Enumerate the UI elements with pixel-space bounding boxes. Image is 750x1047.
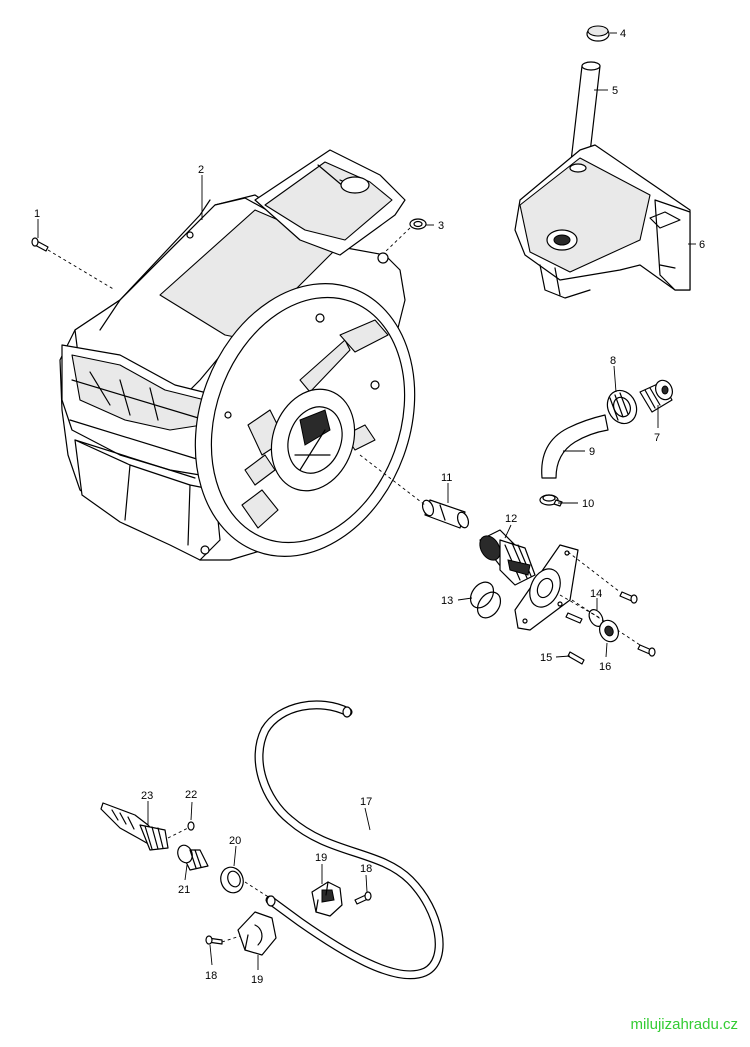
callout-19a: 19	[315, 852, 327, 864]
assembly-line-15c	[571, 599, 641, 646]
assembly-line-15a	[567, 551, 621, 593]
screw-part-15d	[567, 651, 585, 665]
callout-16: 16	[599, 661, 611, 673]
nut-part-8	[606, 389, 638, 425]
callout-labels: 1 2 3 4 5 6 7 8 9 10 11 12 13 14 15 16 1…	[34, 28, 705, 986]
callout-7: 7	[654, 432, 660, 444]
assembly-line-14	[559, 594, 601, 619]
nut-part-20	[220, 866, 244, 894]
assembly-line-11	[359, 454, 426, 506]
connector-part-7	[639, 379, 673, 413]
screw-part-18b	[205, 935, 223, 945]
o-rings-part-13	[469, 581, 502, 619]
assembly-line-1	[47, 249, 116, 291]
callout-14: 14	[590, 588, 602, 600]
callout-18a: 18	[360, 863, 372, 875]
callout-8: 8	[610, 355, 616, 367]
callout-9: 9	[589, 446, 595, 458]
callout-21: 21	[178, 884, 190, 896]
clamp-part-10	[539, 494, 563, 507]
long-hose-part-17	[254, 700, 444, 980]
nut-part-16	[599, 619, 619, 643]
leader-lines	[37, 32, 696, 970]
long-hose-part-17-inner	[255, 701, 443, 979]
callout-13: 13	[441, 595, 453, 607]
callout-6: 6	[699, 239, 705, 251]
hose-end-17b	[266, 895, 276, 907]
holder-part-19b	[237, 911, 277, 956]
screw-part-15c	[637, 644, 656, 657]
o-ring-part-22	[187, 821, 195, 831]
watermark-text: milujizahradu.cz	[630, 1016, 738, 1033]
callout-12: 12	[505, 513, 517, 525]
callout-2: 2	[198, 164, 204, 176]
callout-10: 10	[582, 498, 594, 510]
callout-17: 17	[360, 796, 372, 808]
assembly-line-20	[244, 881, 271, 899]
spray-nozzle-part-23	[100, 802, 169, 851]
callout-18b: 18	[205, 970, 217, 982]
assembly-line-18b	[221, 935, 241, 943]
screw-part-15a	[619, 591, 638, 604]
callout-20: 20	[229, 835, 241, 847]
assembly-line-3	[384, 227, 411, 253]
hose-reel-housing	[59, 149, 416, 561]
callout-4: 4	[620, 28, 626, 40]
cap-part-4	[586, 25, 610, 42]
screw-part-18a	[354, 891, 372, 905]
short-hose-part-9	[541, 414, 609, 479]
callout-5: 5	[612, 85, 618, 97]
screw-part-15b	[565, 612, 583, 624]
callout-22: 22	[185, 789, 197, 801]
inner-tube-part-11	[421, 499, 470, 529]
connector-part-21	[177, 844, 209, 871]
hose-end-17	[342, 706, 352, 718]
swivel-joint-part-12	[479, 529, 536, 586]
washer-part-3	[409, 218, 427, 230]
callout-11: 11	[441, 472, 452, 484]
screw-part-1	[31, 237, 49, 252]
callout-3: 3	[438, 220, 444, 232]
flange-plate	[514, 544, 579, 631]
callout-15: 15	[540, 652, 552, 664]
holder-part-19a	[311, 881, 343, 917]
assembly-line-22	[167, 827, 189, 839]
callout-19b: 19	[251, 974, 263, 986]
wall-bracket-part-6	[514, 144, 691, 299]
callout-1: 1	[34, 208, 40, 220]
callout-23: 23	[141, 790, 153, 802]
